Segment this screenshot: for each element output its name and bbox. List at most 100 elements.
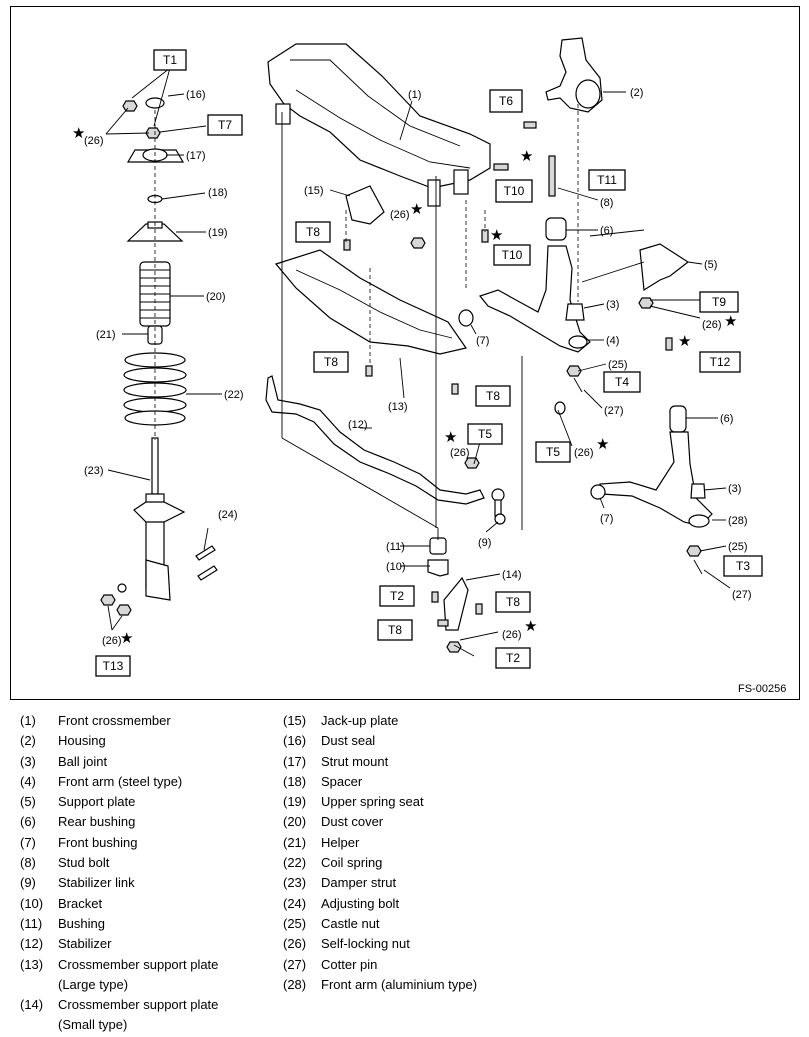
legend-text: Adjusting bolt <box>321 895 400 911</box>
callout-1: (1) <box>408 89 421 101</box>
crossmember-support-plate-large-13 <box>274 249 467 355</box>
callout-11: (11) <box>386 541 405 553</box>
svg-text:T5: T5 <box>546 445 560 459</box>
front-bushing-7b <box>590 484 606 500</box>
torque-label-t10b: T10 <box>493 244 531 266</box>
front-arm-aluminium-group <box>590 405 713 575</box>
star-icon: ★ <box>520 147 533 165</box>
legend-text: Helper <box>321 834 360 850</box>
svg-text:T2: T2 <box>506 651 520 665</box>
legend-item: (11)Bushing <box>20 914 280 934</box>
star-icon: ★ <box>524 617 537 635</box>
legend-item: (28)Front arm (aluminium type) <box>283 975 783 995</box>
svg-text:T11: T11 <box>597 173 617 187</box>
legend-text: Front arm (aluminium type) <box>321 976 478 992</box>
self-locking-nut-strut-b <box>116 604 132 616</box>
callout-13: (13) <box>388 401 408 413</box>
star-icon: ★ <box>596 435 609 453</box>
legend-text: Damper strut <box>321 875 397 891</box>
stabilizer-link-9 <box>491 488 506 525</box>
legend-text: Cotter pin <box>321 956 378 972</box>
legend-number: (9) <box>20 875 36 891</box>
legend-number: (6) <box>20 814 36 830</box>
torque-label-t8a: T8 <box>295 221 331 243</box>
castle-nut-25a <box>566 365 582 377</box>
stud-bolt-8 <box>548 155 556 197</box>
callout-6a: (6) <box>600 225 613 237</box>
callout-4: (4) <box>606 335 619 347</box>
callout-20: (20) <box>206 291 226 303</box>
legend-item: (12)Stabilizer <box>20 934 280 954</box>
callout-26d: (26) <box>450 447 470 459</box>
legend-number: (19) <box>283 794 307 810</box>
legend-number: (3) <box>20 753 36 769</box>
legend-item: (23)Damper strut <box>283 873 783 893</box>
callout-26e: (26) <box>574 447 594 459</box>
legend-number: (14) <box>20 997 44 1013</box>
star-icon: ★ <box>490 226 503 244</box>
legend-text: Dust cover <box>321 814 384 830</box>
svg-text:T9: T9 <box>712 295 726 309</box>
callout-23: (23) <box>84 465 104 477</box>
star-icon: ★ <box>410 200 423 218</box>
legend-number: (22) <box>283 855 307 871</box>
legend-text: Stabilizer <box>58 936 112 952</box>
legend-item: (18) Spacer <box>283 772 783 792</box>
legend-item: (17)Strut mount <box>283 752 783 772</box>
support-plate-5 <box>639 243 690 292</box>
legend-text: Castle nut <box>321 915 380 931</box>
legend-text: Self-locking nut <box>321 936 410 952</box>
self-locking-nut-strut-a <box>100 594 116 606</box>
figure-code: FS-00256 <box>738 683 787 695</box>
callout-17: (17) <box>186 150 206 162</box>
legend-item: (10)Bracket <box>20 894 280 914</box>
callout-26c: (26) <box>390 209 410 221</box>
legend-number: (8) <box>20 855 36 871</box>
svg-text:T8: T8 <box>486 389 500 403</box>
cotter-pin-27a <box>573 377 583 393</box>
legend-item: (13)Crossmember support plate (Large typ… <box>20 955 280 996</box>
star-icon: ★ <box>72 124 85 142</box>
torque-label-t2a: T2 <box>379 585 415 607</box>
legend-item: (16)Dust seal <box>283 731 783 751</box>
torque-label-t8b: T8 <box>313 351 349 373</box>
legend-item: (2)Housing <box>20 731 280 751</box>
self-locking-nut-top-a <box>122 100 138 112</box>
legend-text: Crossmember support plate (Small type) <box>58 997 219 1033</box>
legend-text: Rear bushing <box>58 814 136 830</box>
callout-18: (18) <box>208 187 228 199</box>
callout-5: (5) <box>704 259 717 271</box>
torque-label-t4: T4 <box>603 371 641 393</box>
legend-number: (10) <box>20 895 44 911</box>
legend-number: (4) <box>20 773 36 789</box>
legend-text: Spacer <box>321 773 363 789</box>
callout-21: (21) <box>96 329 116 341</box>
legend-number: (13) <box>20 956 44 972</box>
legend-number: (26) <box>283 936 307 952</box>
front-arm-aluminium-28 <box>599 431 713 527</box>
crossmember-group <box>265 43 523 653</box>
legend-text: Jack-up plate <box>321 713 399 728</box>
legend-number: (25) <box>283 915 307 931</box>
svg-text:T7: T7 <box>218 118 232 132</box>
damper-strut-23 <box>133 437 186 601</box>
legend-number: (16) <box>283 733 307 749</box>
castle-nut-25b <box>686 545 702 557</box>
legend-item: (27)Cotter pin <box>283 955 783 975</box>
ball-joint-3b <box>690 483 706 499</box>
legend-item: (5)Support plate <box>20 792 280 812</box>
callout-9: (9) <box>478 537 491 549</box>
svg-text:T8: T8 <box>324 355 338 369</box>
front-bushing-7a <box>458 309 474 327</box>
bracket-10 <box>427 559 449 577</box>
legend-number: (18) <box>283 773 307 789</box>
legend-number: (7) <box>20 834 36 850</box>
torque-label-t5b: T5 <box>535 441 571 463</box>
svg-text:T6: T6 <box>499 94 513 108</box>
legend-item: (24)Adjusting bolt <box>283 894 783 914</box>
legend-text: Stud bolt <box>58 855 110 871</box>
legend-item: (22)Coil spring <box>283 853 783 873</box>
torque-label-t8d: T8 <box>377 619 413 641</box>
legend-number: (11) <box>20 915 43 931</box>
bushing-11 <box>429 537 447 555</box>
